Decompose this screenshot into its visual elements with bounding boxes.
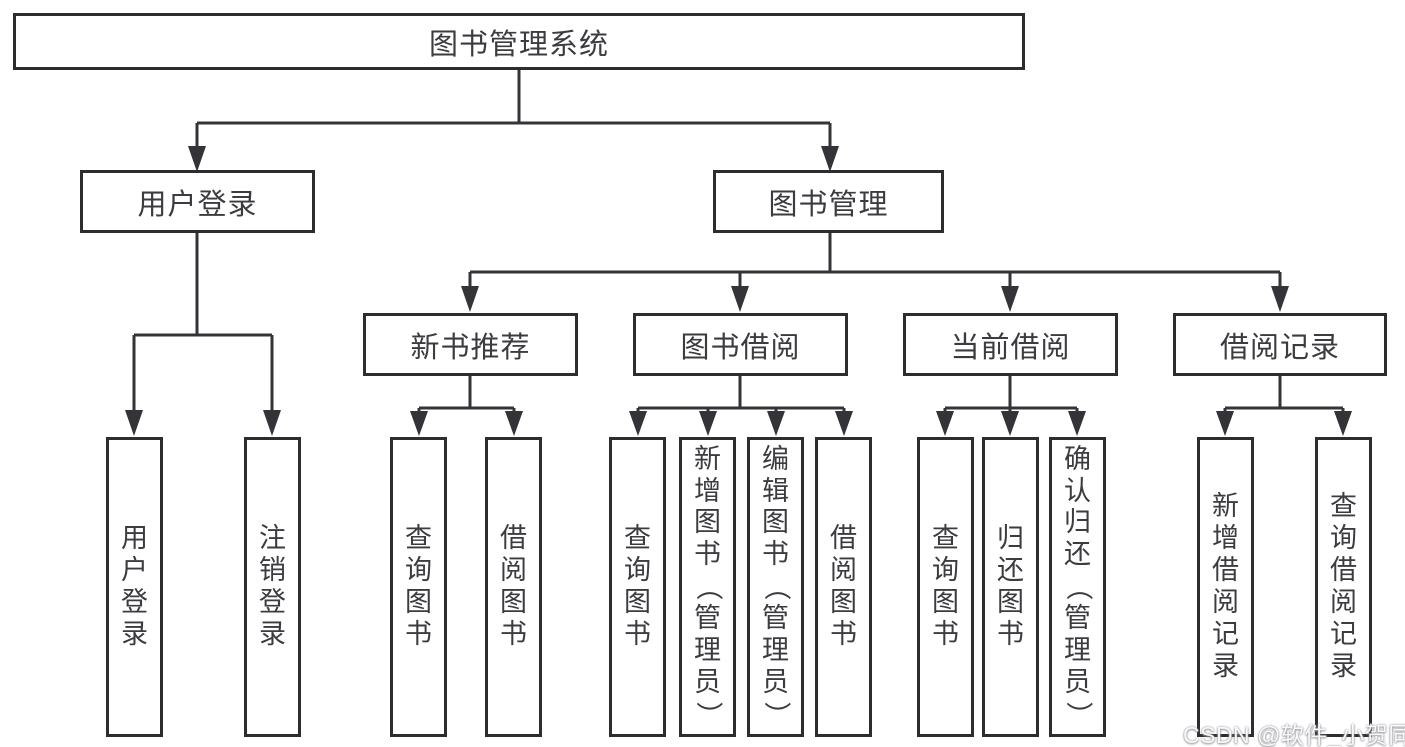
node-user-login-label: 用户登录: [137, 188, 258, 221]
leaf-add-borrow-record: 新增借阅记录: [1197, 437, 1254, 737]
arrowheads: [125, 146, 1352, 436]
leaf-add-books-admin: 新增图书（管理员）: [679, 437, 736, 737]
connector-current-borrow-group: [943, 376, 1079, 416]
node-current-borrow-label: 当前借阅: [950, 331, 1071, 364]
leaf-borrow-books-recommend: 借阅图书: [485, 437, 542, 737]
leaf-query-borrow-record: 查询借阅记录: [1315, 437, 1372, 737]
leaf-query-books-borrow: 查询图书: [609, 437, 666, 737]
node-book-borrow-label: 图书借阅: [680, 331, 801, 364]
node-new-book-recommend-label: 新书推荐: [410, 331, 531, 364]
connector-root-to-level2: [195, 70, 832, 150]
node-root: 图书管理系统: [13, 13, 1025, 70]
leaf-return-books: 归还图书: [982, 437, 1039, 737]
leaf-user-login: 用户登录: [106, 437, 163, 737]
connector-user-login-branch: [132, 233, 274, 413]
leaf-confirm-return-admin: 确认归还（管理员）: [1049, 437, 1106, 737]
node-root-label: 图书管理系统: [428, 28, 609, 61]
node-user-login: 用户登录: [80, 170, 315, 233]
leaf-borrow-books: 借阅图书: [815, 437, 872, 737]
leaf-edit-books-admin: 编辑图书（管理员）: [747, 437, 804, 737]
node-borrow-record-label: 借阅记录: [1219, 331, 1340, 364]
node-new-book-recommend: 新书推荐: [363, 313, 578, 376]
node-book-borrow: 图书借阅: [633, 313, 848, 376]
node-book-management-label: 图书管理: [768, 188, 889, 221]
node-borrow-record: 借阅记录: [1173, 313, 1387, 376]
csdn-watermark: CSDN @软件_小贺同学: [1183, 722, 1405, 747]
leaf-logout: 注销登录: [244, 437, 301, 737]
connector-new-book-group: [417, 376, 516, 416]
node-book-management: 图书管理: [713, 170, 944, 233]
connector-borrow-record-group: [1223, 376, 1345, 416]
connector-book-borrow-group: [636, 376, 846, 416]
leaf-query-books-current: 查询图书: [917, 437, 974, 737]
connector-book-management-branch: [468, 233, 1282, 290]
node-current-borrow: 当前借阅: [903, 313, 1118, 376]
leaf-query-books-recommend: 查询图书: [390, 437, 447, 737]
